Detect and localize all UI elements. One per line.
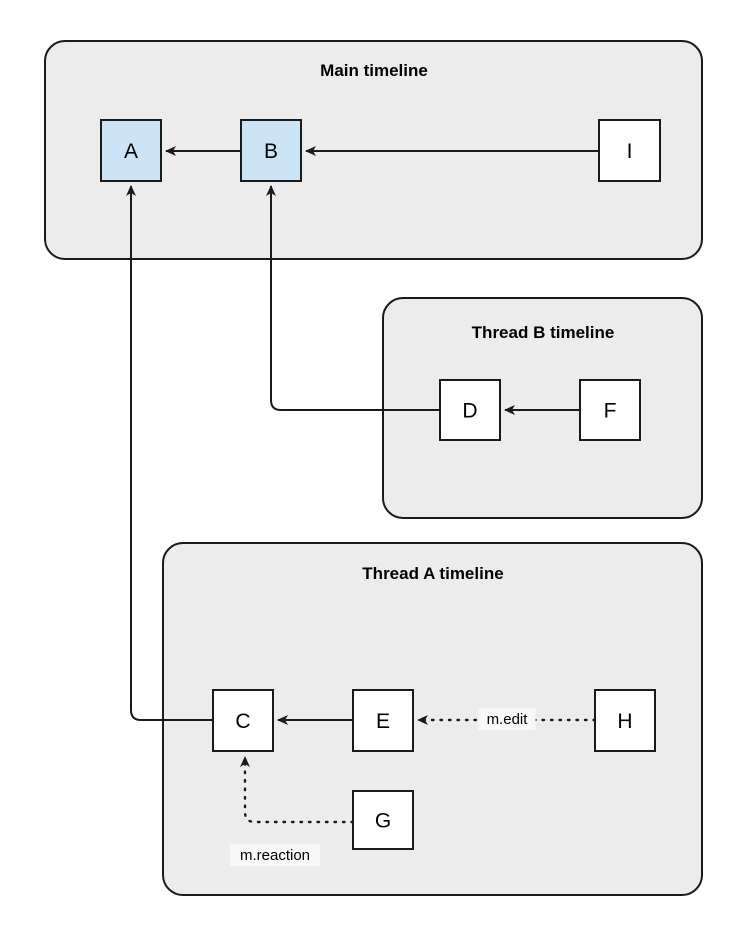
- node-box[interactable]: [579, 379, 641, 441]
- node-G[interactable]: G: [352, 790, 414, 850]
- edges-layer: [126, 146, 599, 824]
- panel-title: Main timeline: [320, 61, 428, 80]
- node-box[interactable]: [352, 790, 414, 850]
- edge-label-G-to-C: m.reaction: [230, 844, 320, 866]
- panel-title: Thread B timeline: [472, 323, 615, 342]
- node-box[interactable]: [594, 689, 656, 752]
- node-D[interactable]: D: [439, 379, 501, 441]
- node-label: A: [124, 140, 138, 163]
- panel-thread-b-timeline: Thread B timeline: [382, 297, 703, 519]
- edge-labels-layer: m.edit m.reaction: [230, 708, 536, 866]
- edge-label-H-to-E: m.edit: [478, 708, 536, 730]
- node-label: E: [376, 710, 390, 733]
- node-label: D: [462, 400, 477, 423]
- node-label: B: [264, 140, 278, 163]
- node-label: I: [627, 140, 633, 163]
- node-box[interactable]: [212, 689, 274, 752]
- node-box[interactable]: [240, 119, 302, 182]
- edge-label-text: m.reaction: [240, 847, 310, 864]
- node-I[interactable]: I: [598, 119, 661, 182]
- node-C[interactable]: C: [212, 689, 274, 752]
- edge-D-to-B: [266, 185, 440, 411]
- node-box[interactable]: [352, 689, 414, 752]
- node-H[interactable]: H: [594, 689, 656, 752]
- edge-label-background: [230, 844, 320, 866]
- node-E[interactable]: E: [352, 689, 414, 752]
- node-A[interactable]: A: [100, 119, 162, 182]
- edge-label-text: m.edit: [487, 711, 529, 728]
- node-label: C: [235, 710, 250, 733]
- panel-background: [382, 297, 703, 519]
- node-label: H: [617, 710, 632, 733]
- node-F[interactable]: F: [579, 379, 641, 441]
- nodes-layer: A B I D F C E H G: [100, 119, 661, 850]
- node-label: G: [375, 810, 391, 833]
- edge-C-to-A: [126, 185, 213, 721]
- node-box[interactable]: [598, 119, 661, 182]
- node-box[interactable]: [439, 379, 501, 441]
- node-box[interactable]: [100, 119, 162, 182]
- node-B[interactable]: B: [240, 119, 302, 182]
- node-label: F: [604, 400, 617, 423]
- panel-title: Thread A timeline: [362, 564, 503, 583]
- edge-label-background: [478, 708, 536, 730]
